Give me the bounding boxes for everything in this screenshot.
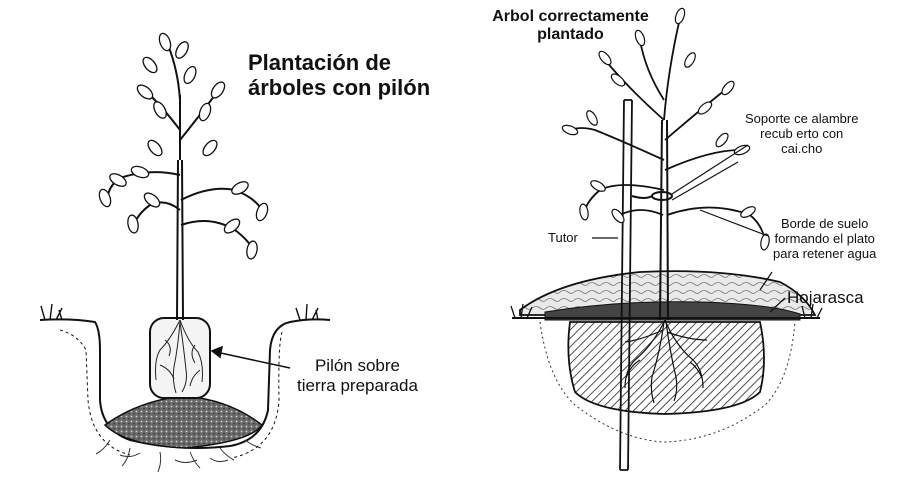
rim-label-line3: para retener agua: [773, 247, 876, 262]
root-ball-label-line1: Pilón sobre: [297, 356, 418, 376]
wire-support: [632, 192, 672, 200]
rim-label-line1: Borde de suelo: [773, 217, 876, 232]
left-tree-trunk: [177, 160, 183, 320]
rim-label-line2: formando el plato: [773, 232, 876, 247]
support-label-line3: cai.cho: [745, 142, 858, 157]
left-title-line2: árboles con pilón: [248, 75, 430, 100]
support-label-line2: recub erto con: [745, 127, 858, 142]
right-title-line1: Arbol correctamente: [458, 8, 683, 26]
support-label: Soporte ce alambre recub erto con cai.ch…: [745, 112, 858, 157]
left-tree-leaves: [97, 32, 270, 260]
root-ball-label-line2: tierra preparada: [297, 376, 418, 396]
rim-label: Borde de suelo formando el plato para re…: [773, 217, 876, 262]
right-title-line2: plantado: [458, 26, 683, 44]
left-title-line1: Plantación de: [248, 50, 430, 75]
root-ball-label: Pilón sobre tierra preparada: [297, 356, 418, 395]
root-ball: [150, 318, 210, 398]
support-label-line1: Soporte ce alambre: [745, 112, 858, 127]
left-title: Plantación de árboles con pilón: [248, 50, 430, 101]
right-title: Arbol correctamente plantado: [458, 8, 683, 45]
root-ball-arrow: [212, 347, 290, 368]
root-zone-hatched: [568, 322, 764, 414]
stake-label: Tutor: [548, 231, 578, 246]
mulch-label: Hojarasca: [787, 288, 864, 308]
